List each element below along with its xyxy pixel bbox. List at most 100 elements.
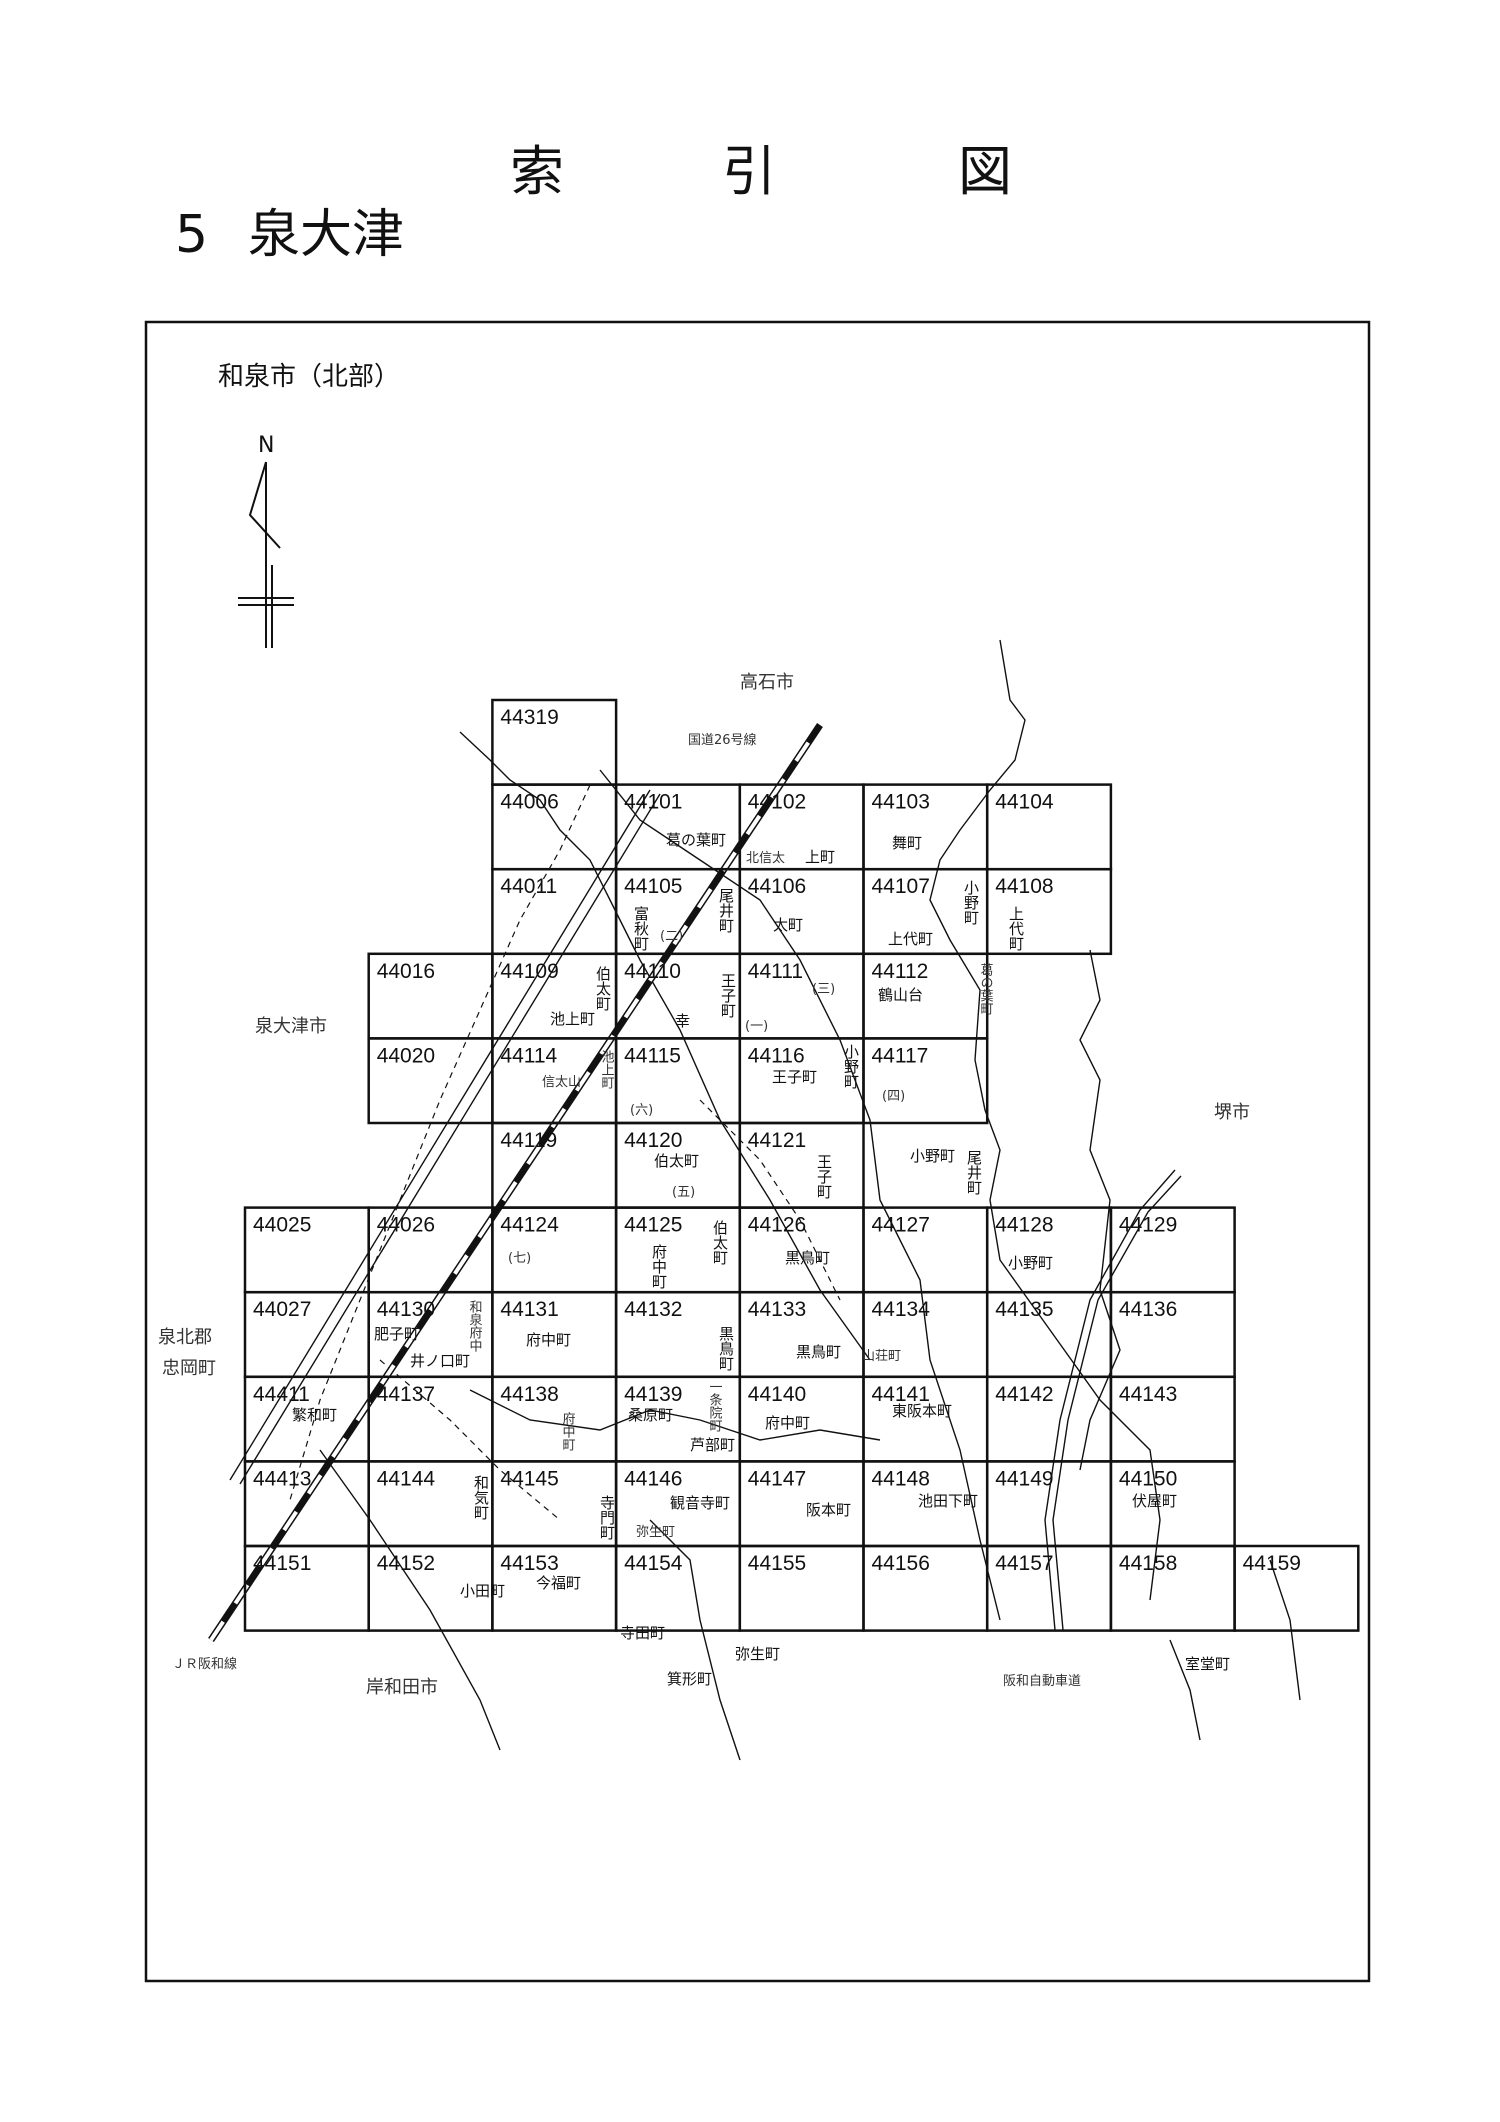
tile-code: 44140	[748, 1383, 806, 1406]
tile-code: 44114	[500, 1044, 557, 1067]
town-label: 上町	[805, 848, 835, 866]
town-label: 上代町	[1007, 906, 1025, 951]
tile-code: 44127	[872, 1214, 930, 1237]
map-tile-44138[interactable]: 44138	[491, 1375, 618, 1463]
tile-code: 44156	[872, 1552, 930, 1575]
city-tadaoka: 忠岡町	[162, 1358, 216, 1379]
map-tile-44124[interactable]: 44124	[491, 1206, 618, 1294]
map-tile-44319[interactable]: 44319	[491, 698, 618, 786]
map-tile-44101[interactable]: 44101	[614, 783, 742, 871]
tile-code: 44025	[253, 1214, 311, 1237]
map-tile-44016[interactable]: 44016	[367, 952, 494, 1040]
map-tile-44158[interactable]: 44158	[1109, 1544, 1236, 1632]
road-label-expressway: 阪和自動車道	[1003, 1674, 1081, 1689]
map-tile-44155[interactable]: 44155	[738, 1544, 865, 1632]
ward-mark: (七)	[508, 1251, 531, 1266]
ward-mark: (二)	[660, 929, 683, 944]
tile-code: 44152	[377, 1552, 435, 1575]
hanwa-expressway	[1044, 1169, 1182, 1631]
map-tile-44156[interactable]: 44156	[862, 1544, 989, 1632]
town-label: 北信太	[746, 851, 785, 866]
town-label: 芦部町	[690, 1436, 735, 1454]
map-tile-44154[interactable]: 44154	[614, 1544, 742, 1632]
map-tile-44157[interactable]: 44157	[985, 1544, 1113, 1632]
map-tile-44025[interactable]: 44025	[243, 1206, 370, 1294]
map-tile-44143[interactable]: 44143	[1109, 1375, 1236, 1463]
map-tile-44117[interactable]: 44117	[862, 1037, 989, 1125]
map-tile-44137[interactable]: 44137	[367, 1375, 494, 1463]
map-tile-44011[interactable]: 44011	[491, 867, 618, 956]
section-name: 泉大津	[248, 205, 404, 265]
tile-code: 44101	[624, 791, 682, 814]
town-label: 伯太町	[594, 966, 612, 1011]
tile-code: 44108	[995, 875, 1053, 898]
town-label: 阪本町	[806, 1501, 851, 1519]
tile-code: 44411	[253, 1383, 310, 1406]
map-tile-44136[interactable]: 44136	[1109, 1290, 1236, 1379]
map-tile-44108[interactable]: 44108	[985, 867, 1113, 956]
city-takaishi: 高石市	[740, 672, 794, 693]
town-label: 肥子町	[374, 1325, 419, 1343]
town-label: 幸	[675, 1012, 690, 1030]
tile-code: 44115	[624, 1044, 681, 1067]
map-tile-44149[interactable]: 44149	[985, 1460, 1113, 1548]
map-tile-44129[interactable]: 44129	[1109, 1206, 1236, 1294]
town-label: 小野町	[842, 1044, 860, 1089]
town-label: 上代町	[888, 930, 933, 948]
tile-code: 44011	[500, 875, 557, 898]
town-label: 伯太町	[711, 1220, 729, 1265]
town-label: 東阪本町	[892, 1402, 952, 1420]
town-label: 伯太町	[654, 1152, 699, 1170]
city-kishiwada: 岸和田市	[366, 1677, 438, 1698]
tile-code: 44111	[748, 960, 803, 983]
tile-code: 44141	[872, 1383, 930, 1406]
tile-code: 44020	[377, 1044, 435, 1067]
map-tile-44413[interactable]: 44413	[243, 1460, 370, 1548]
tile-code: 44128	[995, 1214, 1053, 1237]
tile-code: 44155	[748, 1552, 806, 1575]
map-tile-44106[interactable]: 44106	[738, 867, 865, 956]
tile-code: 44157	[995, 1552, 1053, 1575]
tile-code: 44143	[1119, 1383, 1177, 1406]
tile-code: 44319	[500, 706, 558, 729]
tile-code: 44006	[500, 791, 558, 814]
town-label: 葛の葉町	[978, 963, 994, 1015]
tile-code: 44129	[1119, 1214, 1177, 1237]
map-tile-44133[interactable]: 44133	[738, 1290, 865, 1379]
tile-code: 44117	[872, 1044, 929, 1067]
town-label: 舞町	[892, 834, 922, 852]
boundary-lines	[289, 639, 1301, 1761]
tile-code: 44149	[995, 1467, 1053, 1490]
map-tile-44159[interactable]: 44159	[1233, 1544, 1360, 1632]
map-tile-44027[interactable]: 44027	[243, 1290, 370, 1379]
map-tile-44128[interactable]: 44128	[985, 1206, 1113, 1294]
ward-mark: (四)	[882, 1089, 905, 1104]
town-label: 和泉府中	[467, 1300, 483, 1352]
tile-code: 44116	[748, 1044, 805, 1067]
tile-border	[985, 867, 1113, 956]
ward-mark: (五)	[672, 1185, 695, 1200]
map-tile-44134[interactable]: 44134	[862, 1290, 989, 1379]
map-tile-44135[interactable]: 44135	[985, 1290, 1113, 1379]
map-tile-44127[interactable]: 44127	[862, 1206, 989, 1294]
map-tile-44121[interactable]: 44121	[738, 1121, 865, 1209]
tile-code: 44159	[1243, 1552, 1301, 1575]
tile-code: 44145	[500, 1467, 558, 1490]
tile-code: 44119	[500, 1129, 557, 1152]
tile-code: 44131	[500, 1298, 558, 1321]
tile-code: 44027	[253, 1298, 311, 1321]
town-label: 室堂町	[1185, 1655, 1230, 1673]
map-frame	[144, 320, 1371, 1983]
map-tile-44151[interactable]: 44151	[243, 1544, 370, 1632]
tile-code: 44153	[500, 1552, 558, 1575]
section-number: 5	[175, 205, 208, 265]
tile-code: 44133	[748, 1298, 806, 1321]
map-tile-44104[interactable]: 44104	[985, 783, 1113, 871]
tile-code: 44138	[500, 1383, 558, 1406]
tile-code: 44136	[1119, 1298, 1177, 1321]
town-label: 王子町	[719, 973, 737, 1018]
map-tile-44006[interactable]: 44006	[491, 783, 618, 871]
map-tile-44103[interactable]: 44103	[862, 783, 989, 871]
